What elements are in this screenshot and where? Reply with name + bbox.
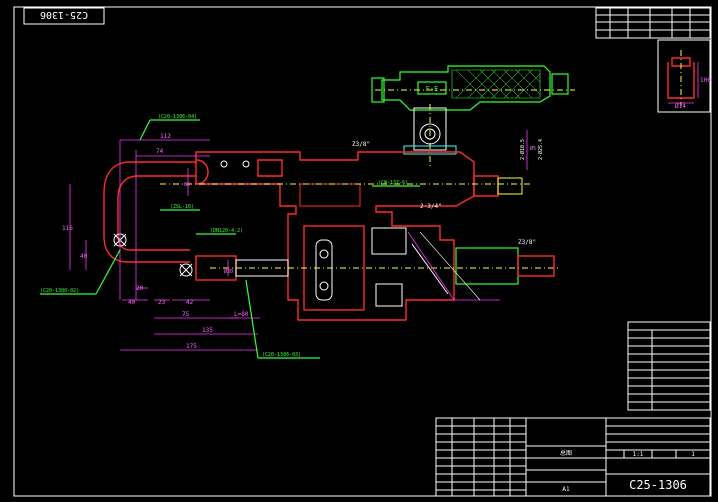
dim-14: Ø14 <box>675 103 686 110</box>
callout-zsl: (ZSL-16) <box>170 204 194 210</box>
drawing-frame <box>13 6 712 497</box>
scale-value: 1:1 <box>633 451 644 458</box>
callout-2-25-4: 2-Ø25.4 <box>537 139 544 160</box>
dim-100: 100 <box>700 77 711 84</box>
dim-40: 40 <box>128 299 136 306</box>
callout-c20-02: (C20-1306-02) <box>40 288 79 294</box>
dim-112: 112 <box>160 133 171 140</box>
callout-2-34: 2-3/4" <box>420 203 442 210</box>
callout-2-10-5: 2-Ø10.5 <box>519 139 526 160</box>
callout-z38-right: Z3/8" <box>518 239 536 246</box>
dim-L80: L=80 <box>234 311 249 318</box>
pipe-loop <box>103 160 289 281</box>
sheet-value: 1 <box>691 451 695 458</box>
drawing-name: 总图 <box>560 449 572 457</box>
revision-table <box>595 7 711 39</box>
callout-dn120: (DN120-4.2) <box>210 228 243 234</box>
dim-40-vertical: 40 <box>80 253 88 260</box>
callout-fe: F-E <box>426 85 439 93</box>
title-block: 总图 1:1 1 A1 C25-1306 <box>435 417 711 497</box>
dim-60: 60 <box>184 182 190 188</box>
dim-175: 175 <box>186 343 197 350</box>
dim-5: Ø5 <box>530 145 536 152</box>
dim-23: 23 <box>158 299 166 306</box>
paper-size: A1 <box>562 486 570 493</box>
right-cylinder <box>371 227 555 307</box>
handle-assembly: F-E <box>371 65 575 111</box>
dim-116: 116 <box>62 225 73 232</box>
dim-75: 75 <box>182 311 190 318</box>
dim-135: 135 <box>202 327 213 334</box>
valve-body <box>160 151 560 321</box>
spec-table <box>627 321 711 411</box>
dim-42: 42 <box>186 299 194 306</box>
callouts: (C20-1306-04) (C20-1306-02) (C20-1306-03… <box>40 114 544 359</box>
detail-view: 100 Ø14 <box>657 39 711 113</box>
callout-z38-top: Z3/8" <box>352 141 370 148</box>
dim-74: 74 <box>156 148 164 155</box>
callout-cw137: (CW-137-6) <box>378 180 408 186</box>
dim-20: 20 <box>136 285 144 292</box>
pivot-bracket <box>403 104 457 168</box>
drawing-code: C25-1306 <box>629 478 687 492</box>
mirrored-code: C25-1306 <box>40 9 88 20</box>
dim-30: Ø30 <box>224 268 233 275</box>
callout-c20-04: (C20-1306-04) <box>158 114 197 120</box>
mirrored-code-box: C25-1306 <box>23 7 105 25</box>
dimension-lines: 112 74 116 40 40 20 23 42 75 L=80 135 17… <box>62 130 536 351</box>
callout-c20-03: (C20-1306-03) <box>262 352 301 358</box>
